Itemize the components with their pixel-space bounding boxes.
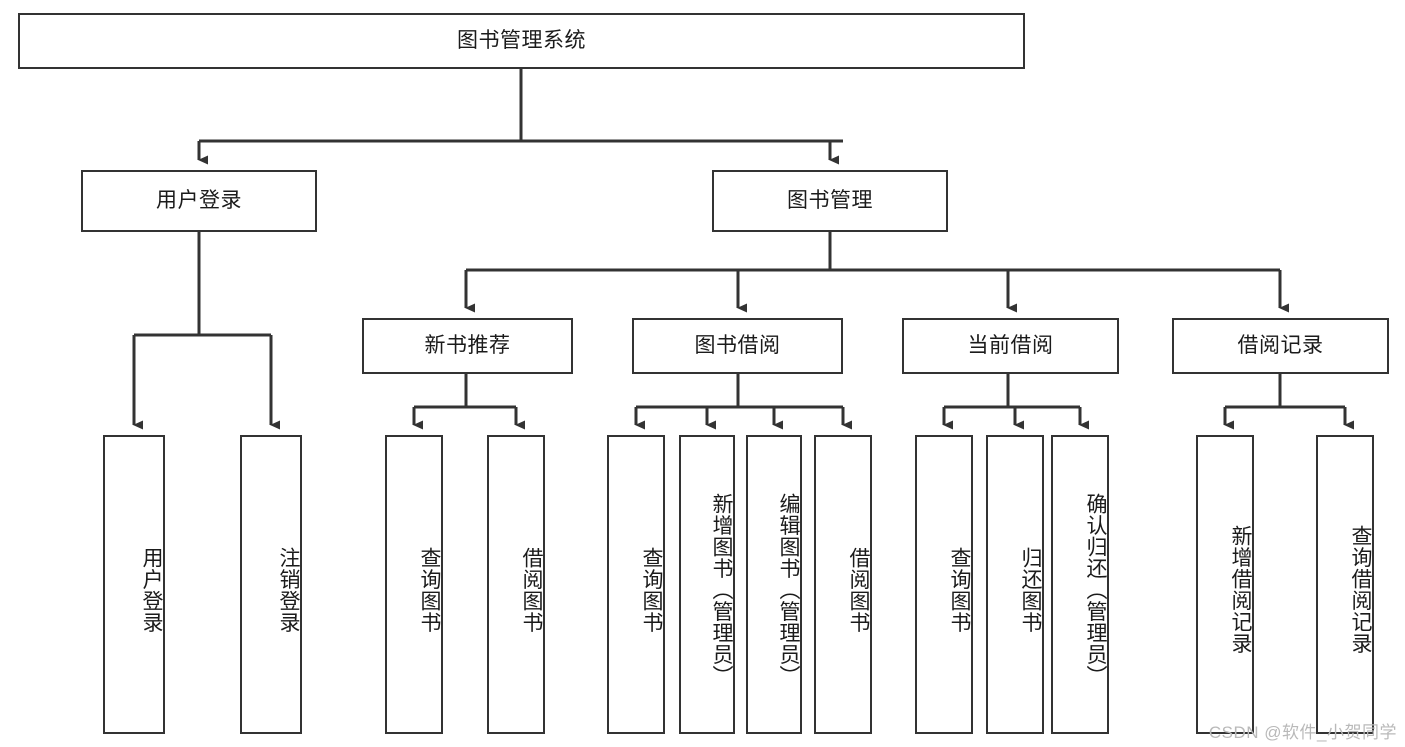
- node-label: 编辑图书（管理员）: [777, 492, 800, 687]
- node-leaf-edit-book[interactable]: 编辑图书（管理员）: [746, 435, 802, 734]
- node-root[interactable]: 图书管理系统: [18, 13, 1025, 69]
- node-leaf-user-logout[interactable]: 注销登录: [240, 435, 302, 734]
- node-label: 借阅图书: [520, 546, 543, 633]
- node-label: 图书管理系统: [457, 29, 586, 53]
- node-book-borrow[interactable]: 图书借阅: [632, 318, 843, 374]
- node-leaf-return-book[interactable]: 归还图书: [986, 435, 1044, 734]
- node-new-book-recommend[interactable]: 新书推荐: [362, 318, 573, 374]
- node-label: 查询借阅记录: [1349, 525, 1372, 654]
- node-label: 图书借阅: [694, 334, 781, 358]
- node-leaf-query-book-current[interactable]: 查询图书: [915, 435, 973, 734]
- node-leaf-add-borrow-record[interactable]: 新增借阅记录: [1196, 435, 1254, 734]
- node-label: 用户登录: [140, 546, 163, 633]
- node-label: 借阅记录: [1237, 334, 1324, 358]
- node-leaf-borrow-book-rec[interactable]: 借阅图书: [487, 435, 545, 734]
- node-label: 查询图书: [948, 546, 971, 633]
- node-leaf-add-book[interactable]: 新增图书（管理员）: [679, 435, 735, 734]
- node-label: 注销登录: [277, 546, 300, 633]
- node-label: 图书管理: [787, 189, 873, 213]
- csdn-watermark: CSDN @软件_小贺同学: [1208, 723, 1397, 742]
- node-label: 查询图书: [418, 546, 441, 633]
- node-label: 借阅图书: [847, 546, 870, 633]
- node-label: 确认归还（管理员）: [1084, 492, 1107, 687]
- node-user-login[interactable]: 用户登录: [81, 170, 317, 232]
- node-label: 新书推荐: [424, 334, 511, 358]
- node-label: 新增借阅记录: [1229, 525, 1252, 654]
- node-borrow-record[interactable]: 借阅记录: [1172, 318, 1389, 374]
- node-label: 新增图书（管理员）: [710, 492, 733, 687]
- node-leaf-query-book-rec[interactable]: 查询图书: [385, 435, 443, 734]
- node-label: 归还图书: [1019, 546, 1042, 633]
- node-label: 用户登录: [156, 189, 242, 213]
- node-leaf-query-book-borrow[interactable]: 查询图书: [607, 435, 665, 734]
- node-leaf-user-login[interactable]: 用户登录: [103, 435, 165, 734]
- node-current-borrow[interactable]: 当前借阅: [902, 318, 1119, 374]
- node-label: 查询图书: [640, 546, 663, 633]
- node-label: 当前借阅: [967, 334, 1054, 358]
- node-book-manage[interactable]: 图书管理: [712, 170, 948, 232]
- node-leaf-borrow-book[interactable]: 借阅图书: [814, 435, 872, 734]
- node-leaf-confirm-return[interactable]: 确认归还（管理员）: [1051, 435, 1109, 734]
- node-leaf-query-borrow-record[interactable]: 查询借阅记录: [1316, 435, 1374, 734]
